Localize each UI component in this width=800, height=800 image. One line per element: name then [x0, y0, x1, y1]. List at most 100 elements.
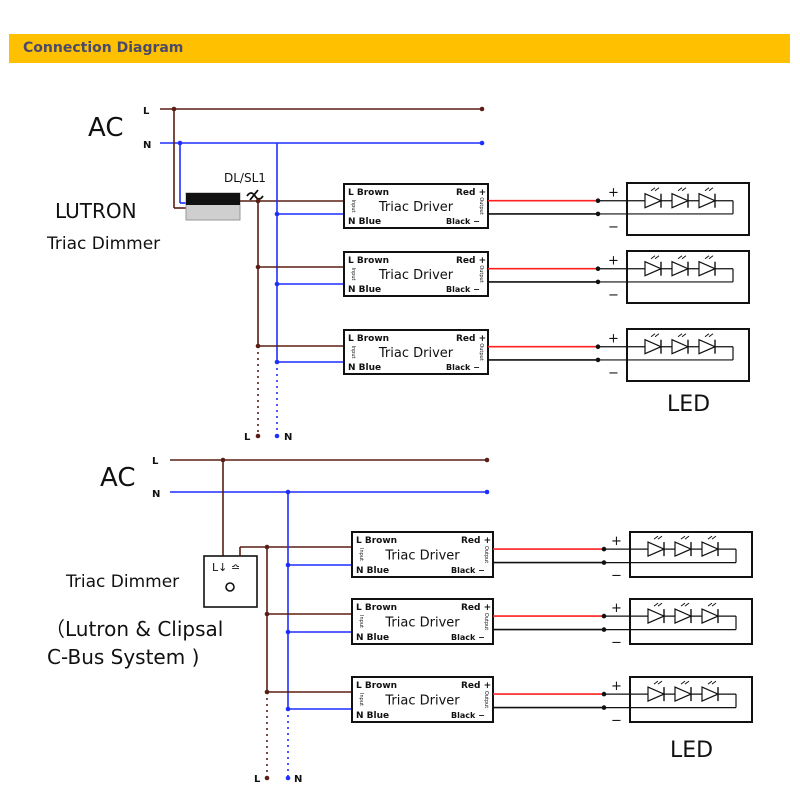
driver-name-label: Triac Driver — [384, 549, 460, 564]
led-emission-ray — [704, 255, 710, 260]
led-minus-label: − — [608, 220, 619, 235]
triac-driver-box — [351, 598, 494, 645]
driver-input-n-label: N Blue — [356, 633, 389, 643]
lutron-brand-label: LUTRON — [55, 199, 137, 223]
driver-input-n-label: N Blue — [348, 363, 381, 373]
driver-input-l-label: L Brown — [356, 603, 397, 613]
neutral-label: N — [143, 140, 151, 151]
triac-dimmer-label: Triac Dimmer — [65, 572, 179, 592]
neutral-end-label: N — [294, 774, 302, 785]
driver-output-negative-label: Black − — [446, 285, 480, 294]
led-emission-ray — [677, 255, 683, 260]
driver-output-negative-label: Black − — [451, 633, 485, 642]
led-diode-icon — [671, 338, 690, 355]
triac-driver-box — [343, 183, 489, 229]
led-plus-label: + — [608, 186, 619, 201]
led-module-box — [626, 328, 750, 382]
led-emission-ray — [653, 680, 659, 685]
led-emission-ray — [711, 680, 717, 685]
led-emission-ray — [684, 535, 690, 540]
led-emission-ray — [684, 602, 690, 607]
led-diode-icon — [698, 192, 717, 209]
driver-input-label: Input — [358, 548, 364, 561]
triac-driver-box — [351, 676, 494, 723]
driver-name-label: Triac Driver — [378, 200, 454, 215]
led-diode-icon — [644, 192, 663, 209]
driver-input-label: Input — [350, 268, 356, 281]
triac-driver-box — [343, 251, 489, 297]
live-end-label: L — [254, 774, 261, 785]
neutral-label: N — [152, 489, 160, 500]
led-emission-ray — [677, 333, 683, 338]
driver-output-label: Output — [483, 546, 489, 563]
driver-output-label: Output — [478, 265, 484, 282]
led-plus-label: + — [611, 679, 622, 694]
led-plus-label: + — [608, 332, 619, 347]
led-diode-icon — [698, 338, 717, 355]
led-emission-ray — [654, 333, 660, 338]
neutral-end-label: N — [284, 432, 292, 443]
led-emission-ray — [704, 333, 710, 338]
led-diode-icon — [647, 608, 666, 625]
driver-output-label: Output — [478, 343, 484, 360]
led-minus-label: − — [611, 569, 622, 584]
led-emission-ray — [707, 535, 713, 540]
driver-name-label: Triac Driver — [384, 694, 460, 709]
terminal-dot — [484, 489, 490, 495]
driver-output-positive-label: Red + — [456, 188, 486, 198]
system-label-line1: （Lutron & Clipsal — [45, 617, 223, 641]
led-diode-icon — [674, 686, 693, 703]
led-emission-ray — [654, 255, 660, 260]
driver-output-positive-label: Red + — [456, 334, 486, 344]
led-diode-icon — [644, 260, 663, 277]
dimmer-model-label: DL/SL1 — [224, 171, 266, 185]
system-label-line2: C-Bus System ) — [47, 645, 199, 669]
triac-dimmer-label: Triac Dimmer — [46, 234, 160, 254]
led-emission-ray — [650, 333, 656, 338]
led-diode-icon — [701, 686, 720, 703]
junction-dot — [264, 544, 270, 550]
triac-driver-box — [343, 329, 489, 375]
terminal-dot — [484, 457, 490, 463]
led-diode-icon — [644, 338, 663, 355]
led-emission-ray — [711, 602, 717, 607]
live-end-dot — [264, 775, 270, 781]
led-emission-ray — [650, 187, 656, 192]
led-emission-ray — [650, 255, 656, 260]
led-emission-ray — [657, 680, 663, 685]
led-emission-ray — [711, 535, 717, 540]
led-emission-ray — [684, 680, 690, 685]
led-label: LED — [670, 738, 713, 763]
led-diode-icon — [701, 608, 720, 625]
led-emission-ray — [708, 255, 714, 260]
led-emission-ray — [680, 602, 686, 607]
dimmer-switch-symbol-icon — [246, 189, 264, 201]
live-end-label: L — [244, 432, 251, 443]
led-label: LED — [667, 392, 710, 417]
dimmer-knob-icon — [225, 582, 235, 592]
live-label: L — [143, 106, 150, 117]
led-minus-label: − — [611, 636, 622, 651]
led-emission-ray — [657, 602, 663, 607]
led-diode-icon — [647, 686, 666, 703]
led-plus-label: + — [611, 601, 622, 616]
led-diode-icon — [701, 541, 720, 558]
led-plus-label: + — [611, 534, 622, 549]
driver-input-n-label: N Blue — [356, 711, 389, 721]
live-label: L — [152, 456, 159, 467]
led-module-box — [629, 531, 753, 578]
terminal-dot — [479, 140, 485, 146]
led-emission-ray — [708, 333, 714, 338]
driver-input-l-label: L Brown — [348, 334, 389, 344]
led-emission-ray — [707, 602, 713, 607]
driver-output-positive-label: Red + — [456, 256, 486, 266]
driver-output-positive-label: Red + — [461, 603, 491, 613]
driver-name-label: Triac Driver — [378, 268, 454, 283]
neutral-end-dot — [285, 775, 291, 781]
driver-input-l-label: L Brown — [356, 536, 397, 546]
driver-output-label: Output — [478, 197, 484, 214]
driver-output-negative-label: Black − — [446, 217, 480, 226]
led-emission-ray — [677, 187, 683, 192]
driver-name-label: Triac Driver — [378, 346, 454, 361]
